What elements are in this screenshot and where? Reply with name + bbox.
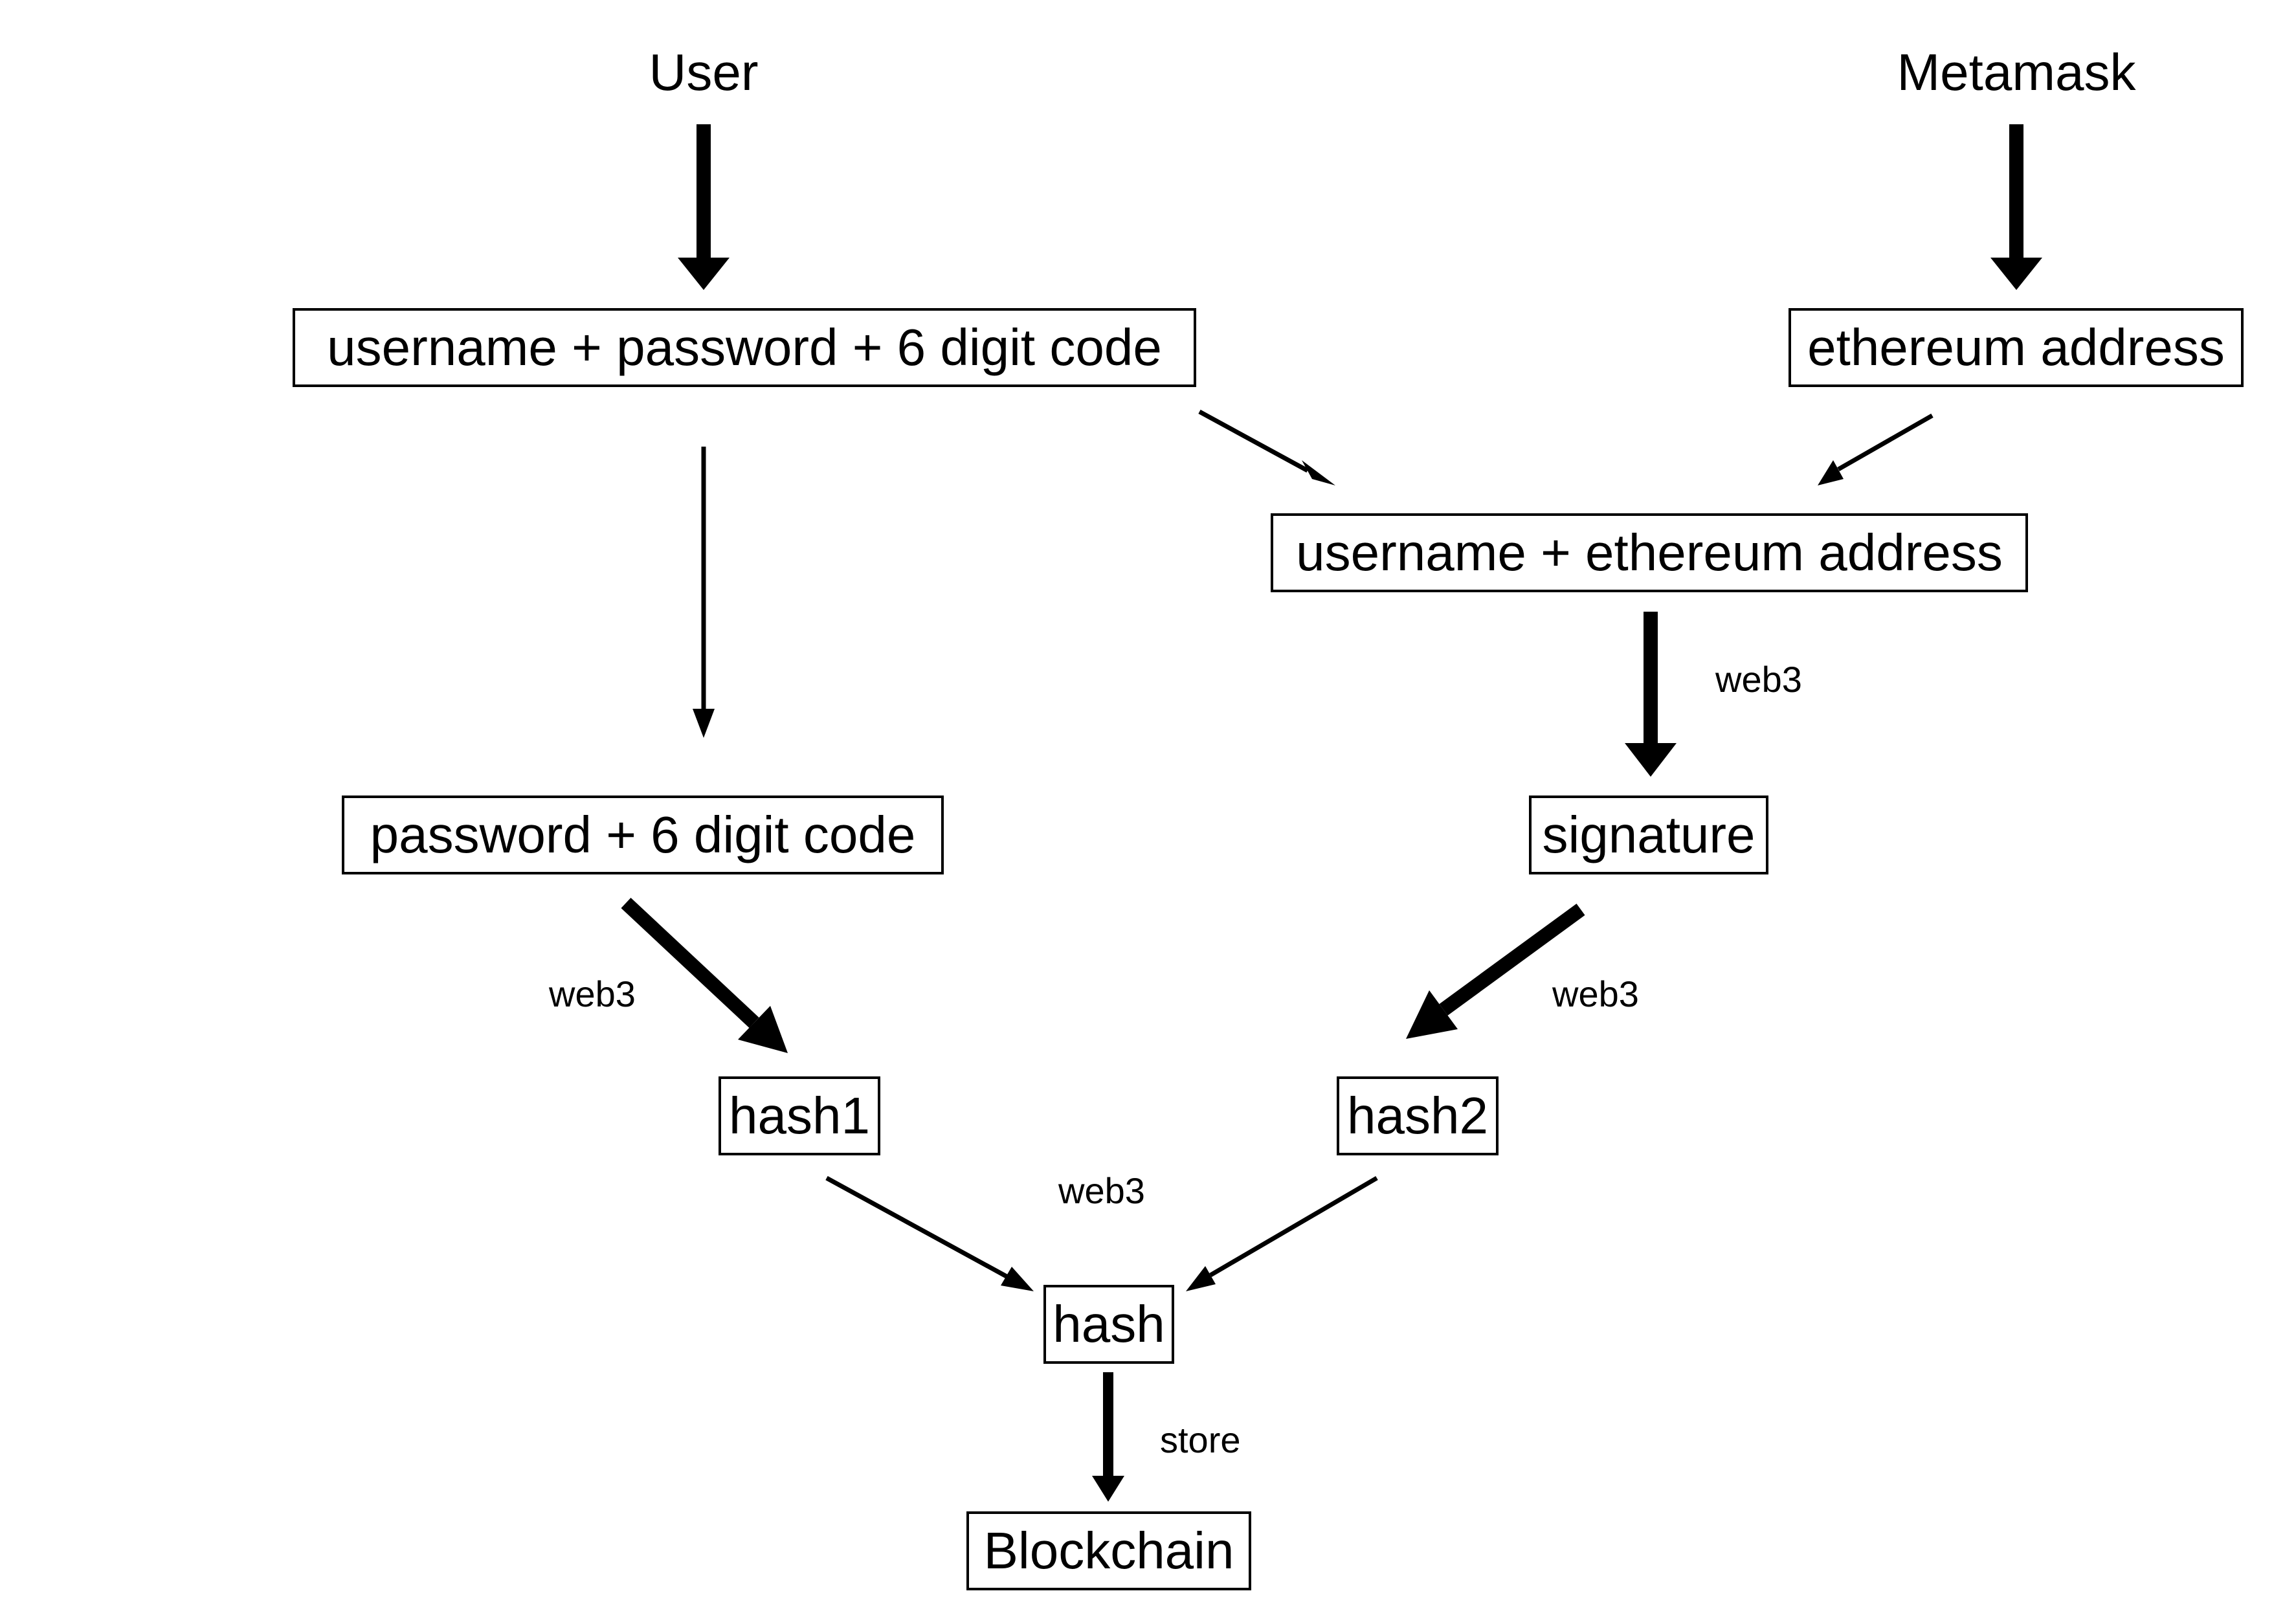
edge-label-web3-hash: web3 xyxy=(1058,1170,1145,1211)
arrow-hash1-to-hash xyxy=(825,1175,1034,1291)
arrow-metamask-to-eth-address xyxy=(1990,124,2042,290)
arrow-credentials-to-password-code xyxy=(693,447,715,738)
arrow-user-to-credentials xyxy=(678,124,730,290)
node-hash2: hash2 xyxy=(1337,1076,1499,1155)
arrow-hash2-to-hash xyxy=(1186,1175,1378,1291)
node-ethereum-address: ethereum address xyxy=(1789,308,2244,387)
edge-label-web3-hash1: web3 xyxy=(549,973,636,1014)
arrow-signature-to-hash2 xyxy=(1406,904,1585,1039)
edge-label-web3-signature: web3 xyxy=(1715,659,1802,700)
node-username-ethereum-address: username + ethereum address xyxy=(1271,513,2028,592)
arrow-username-eth-to-signature xyxy=(1625,612,1677,777)
arrow-credentials-to-username-eth xyxy=(1198,409,1335,485)
source-metamask: Metamask xyxy=(1897,43,2136,101)
node-password-code: password + 6 digit code xyxy=(342,795,944,874)
source-user: User xyxy=(649,43,759,101)
edge-label-store: store xyxy=(1160,1419,1241,1460)
node-hash: hash xyxy=(1043,1285,1174,1364)
node-credentials: username + password + 6 digit code xyxy=(293,308,1196,387)
node-signature: signature xyxy=(1529,795,1768,874)
node-blockchain: Blockchain xyxy=(966,1511,1251,1590)
arrow-hash-to-blockchain xyxy=(1092,1372,1124,1502)
node-hash1: hash1 xyxy=(719,1076,880,1155)
edge-label-web3-hash2: web3 xyxy=(1552,973,1639,1014)
arrow-eth-address-to-username-eth xyxy=(1818,413,1934,485)
arrow-password-code-to-hash1 xyxy=(621,897,788,1053)
